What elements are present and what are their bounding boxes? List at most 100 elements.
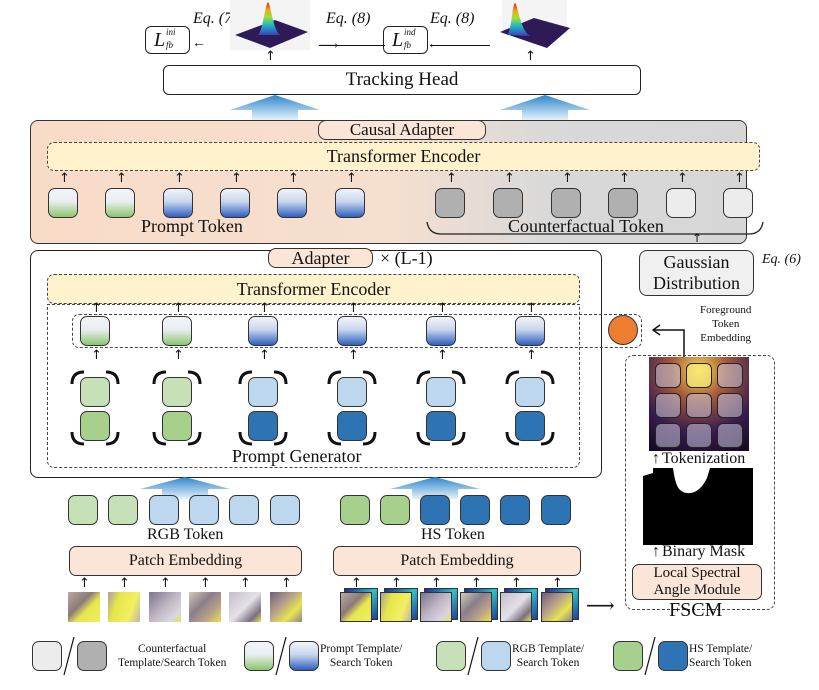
prompt-token (48, 188, 78, 218)
legend-label-line2: Search Token (516, 657, 580, 669)
rgb-image-patch (149, 592, 181, 622)
arrow-left-elbow-icon (651, 324, 685, 358)
prompt-token (80, 316, 110, 346)
arrow-up-icon: ↑ (240, 576, 251, 591)
rgb-token (515, 377, 545, 407)
arrow-up-icon: ↑ (259, 348, 270, 363)
arrow-up-icon: ↑ (346, 171, 357, 186)
arrow-up-icon: ↑ (351, 576, 362, 591)
legend-label-line1: Prompt Template/ (320, 643, 403, 655)
arrow-up-icon: ↑ (652, 450, 660, 467)
arrow-up-icon: ↑ (562, 171, 573, 186)
legend-label-line2: Template/Search Token (118, 657, 227, 669)
eq8-right-label: Eq. (8) (430, 10, 475, 27)
counterfactual-token-label: Counterfactual Token (508, 216, 664, 236)
causal-adapter-panel (30, 120, 747, 244)
tracking-head-label: Tracking Head (345, 69, 459, 90)
prompt-generator-region (47, 304, 580, 468)
legend-label-line1: RGB Template/ (512, 643, 585, 655)
loss-ind-sup: ind (404, 27, 416, 37)
causal-encoder-label: Transformer Encoder (326, 146, 481, 166)
foreground-token-embedding-label: Foreground Token Embedding (700, 303, 751, 345)
prompt-token (335, 188, 365, 218)
bracket-icon (416, 370, 466, 446)
gaussian-line1: Gaussian (663, 252, 730, 272)
loss-ini-sub: fb (166, 40, 174, 50)
rgb-image-patch (189, 592, 221, 622)
hs-token (80, 411, 110, 441)
image-token (686, 393, 712, 418)
prompt-token (162, 316, 192, 346)
adapter-transformer-encoder: Transformer Encoder (47, 274, 580, 304)
hs-search-token (460, 495, 490, 525)
hs-token (248, 411, 278, 441)
rgb-patch-embedding: Patch Embedding (69, 546, 302, 576)
hs-template-token (380, 495, 410, 525)
arrow-up-icon: ↑ (231, 171, 242, 186)
arrow-right-icon: ⟶ (586, 595, 615, 617)
tokenized-foreground-image (649, 357, 749, 451)
legend-swatch-search (658, 641, 688, 671)
prompt-token (163, 188, 193, 218)
legend-label: HS Template/Search Token (689, 642, 752, 670)
rgb-search-token (149, 495, 179, 525)
arrow-up-icon: ↑ (91, 301, 102, 316)
heatmap-peak (507, 3, 530, 36)
arrow-up-icon: ↑ (552, 576, 563, 591)
response-map-initial (230, 0, 310, 50)
image-token (686, 363, 712, 388)
arrow-up-icon: ↑ (526, 348, 537, 363)
legend-label-line1: HS Template/ (689, 643, 753, 655)
big-arrow-up-icon (230, 95, 320, 120)
arrow-up-icon: ↑ (160, 576, 171, 591)
eq7-label: Eq. (7) (193, 10, 238, 27)
arrow-left-icon: ← (427, 37, 441, 52)
prompt-token (277, 188, 307, 218)
arrow-up-icon: ↑ (79, 576, 90, 591)
arrow-up-icon: ↑ (288, 171, 299, 186)
response-map-individual (500, 0, 570, 48)
rgb-template-token (68, 495, 98, 525)
gaussian-distribution-box: Gaussian Distribution (639, 250, 754, 296)
loss-ind-sub: fb (404, 40, 412, 50)
prompt-token (248, 316, 278, 346)
prompt-token (337, 316, 367, 346)
arrow-line (430, 45, 490, 47)
arrow-up-icon: ↑ (281, 576, 292, 591)
loss-ini-sup: ini (166, 27, 176, 37)
adapter-repeat-label: × (L-1) (380, 248, 433, 268)
image-token (717, 423, 743, 448)
fg-label-line3: Embedding (700, 332, 752, 344)
arrow-up-icon: ↑ (348, 348, 359, 363)
slash-divider (63, 636, 75, 676)
arrow-up-icon: ↑ (391, 576, 402, 591)
arrow-up-icon: ↑ (437, 301, 448, 316)
bracket-icon (152, 370, 202, 446)
rgb-image-patch (229, 592, 261, 622)
prompt-token (105, 188, 135, 218)
arrow-up-icon: ↑ (116, 171, 127, 186)
rgb-image-patch (270, 592, 302, 622)
legend-swatch-template (244, 641, 274, 671)
hs-token (426, 411, 456, 441)
lsam-line2: Angle Module (653, 582, 741, 598)
hs-image-patch (340, 592, 372, 622)
loss-ind-box: L ind fb (383, 26, 428, 54)
arrow-up-icon: ↑ (471, 576, 482, 591)
hs-search-token (541, 495, 571, 525)
rgb-patch-embedding-label: Patch Embedding (128, 552, 243, 569)
big-arrow-up-icon (140, 477, 230, 499)
legend-label-line1: Counterfactual (138, 643, 207, 655)
bracket-icon (327, 370, 377, 446)
counterfactual-token (723, 188, 753, 218)
hs-image-patch (380, 592, 412, 622)
hs-token (515, 411, 545, 441)
image-token (686, 423, 712, 448)
foreground-embedding-circle (608, 315, 638, 345)
adapter-title-box: Adapter (268, 248, 373, 268)
arrow-right-icon: ⟶ (318, 39, 339, 54)
hs-patch-embedding-label: Patch Embedding (400, 552, 514, 569)
rgb-search-token (229, 495, 259, 525)
hs-token-label: HS Token (421, 526, 485, 543)
arrow-up-icon: ↑ (525, 49, 536, 64)
